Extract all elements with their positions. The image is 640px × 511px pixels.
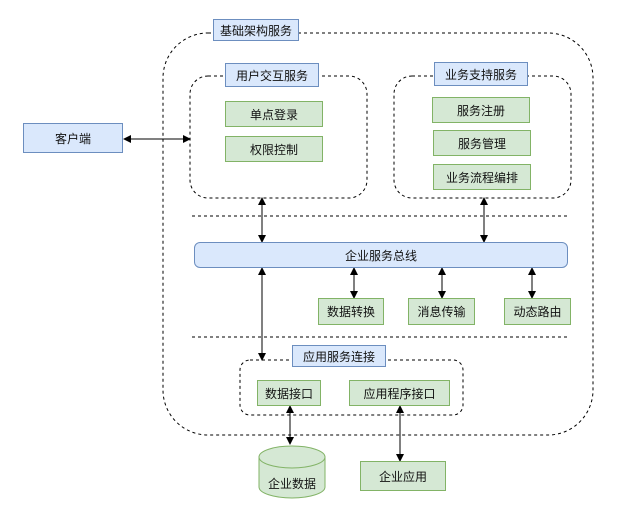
user-interaction-title-box: 用户交互服务 [225,63,319,87]
enterprise-data-label-wrap[interactable]: 企业数据 [259,470,325,496]
data-interface-box[interactable]: 数据接口 [257,380,321,406]
app-connection-title: 应用服务连接 [302,349,375,364]
message-transport-box[interactable]: 消息传输 [408,298,475,325]
data-interface-label: 数据接口 [264,386,313,401]
sso-box[interactable]: 单点登录 [225,101,323,127]
workflow-orchestration-box[interactable]: 业务流程编排 [433,164,531,190]
esb-box[interactable]: 企业服务总线 [194,242,568,268]
business-support-group [393,75,572,199]
app-program-interface-label: 应用程序接口 [363,386,436,401]
esb-label: 企业服务总线 [344,248,417,263]
service-registry-label: 服务注册 [456,103,505,118]
dynamic-routing-label: 动态路由 [513,305,562,319]
sso-label: 单点登录 [249,107,298,122]
client-box[interactable]: 客户端 [23,123,123,153]
access-control-label: 权限控制 [249,142,298,157]
app-connection-title-box: 应用服务连接 [292,345,386,367]
user-interaction-group [189,75,368,199]
service-management-box[interactable]: 服务管理 [433,130,531,156]
outer-title: 基础架构服务 [219,23,292,38]
data-transform-box[interactable]: 数据转换 [318,298,384,325]
outer-title-box: 基础架构服务 [213,19,299,41]
enterprise-data-cylinder [258,445,326,499]
enterprise-app-box[interactable]: 企业应用 [360,461,446,491]
workflow-orchestration-label: 业务流程编排 [445,170,518,185]
service-registry-box[interactable]: 服务注册 [432,97,530,123]
business-support-title: 业务支持服务 [444,67,517,82]
client-label: 客户端 [54,131,91,146]
app-program-interface-box[interactable]: 应用程序接口 [349,380,450,406]
business-support-title-box: 业务支持服务 [434,62,528,86]
enterprise-app-label: 企业应用 [378,469,427,484]
app-connection-group [239,359,464,416]
access-control-box[interactable]: 权限控制 [225,136,323,162]
message-transport-label: 消息传输 [417,305,466,319]
enterprise-data-label: 企业数据 [267,476,316,491]
service-management-label: 服务管理 [457,136,506,151]
user-interaction-title: 用户交互服务 [235,68,308,83]
outer-container [162,32,594,436]
dynamic-routing-box[interactable]: 动态路由 [504,298,571,325]
data-transform-label: 数据转换 [326,305,375,319]
